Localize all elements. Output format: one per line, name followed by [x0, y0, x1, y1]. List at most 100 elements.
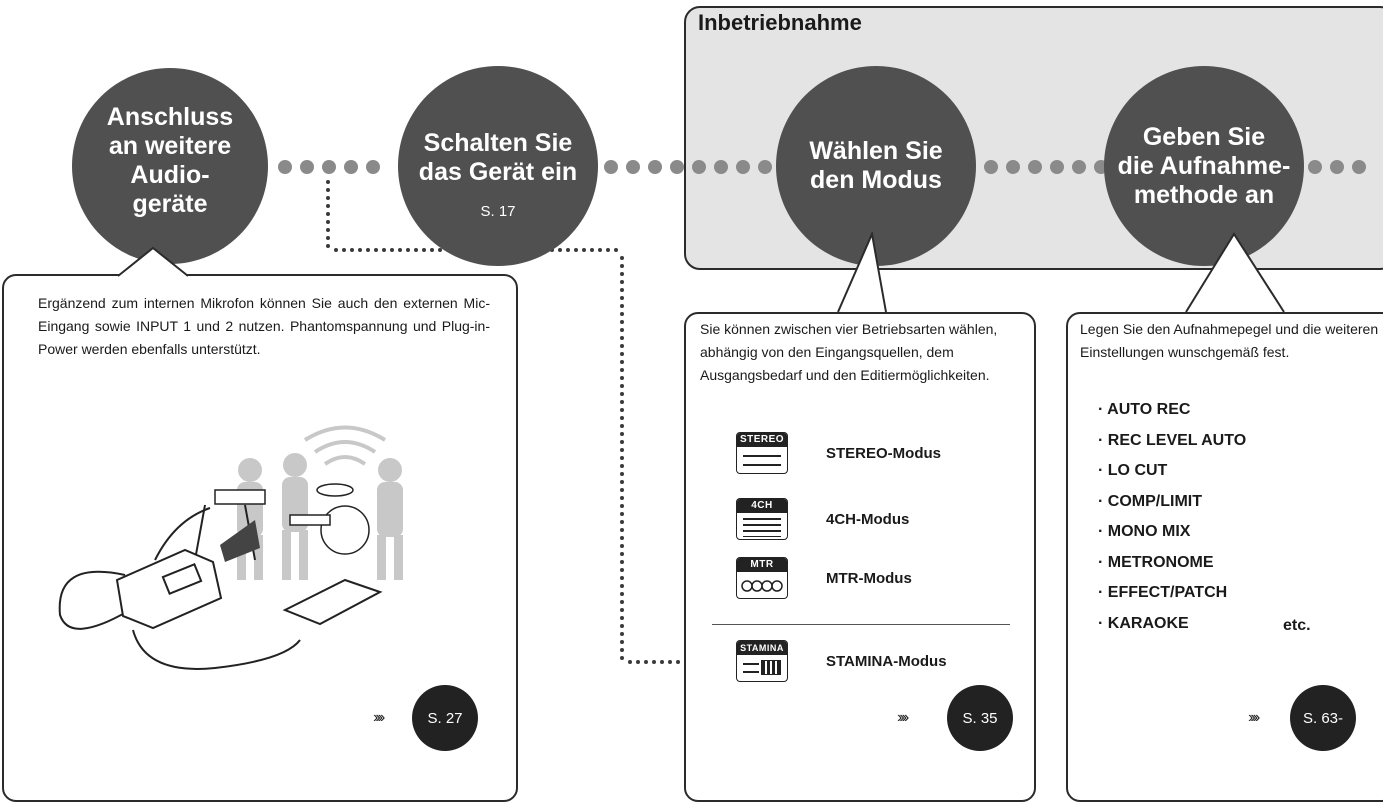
route-dot	[326, 220, 330, 224]
route-dot	[620, 456, 624, 460]
route-dot	[636, 660, 640, 664]
connector-dot	[1072, 160, 1086, 174]
mode-divider	[712, 624, 1010, 625]
method-item: · KARAOKE	[1098, 614, 1189, 632]
method-item: · MONO MIX	[1098, 523, 1191, 540]
panel-mode-text: Sie können zwischen vier Betriebsarten w…	[700, 321, 998, 383]
step-power-on: Schalten Sie das Gerät ein S. 17	[398, 66, 598, 266]
route-dot	[620, 536, 624, 540]
route-dot	[366, 248, 370, 252]
route-dot	[676, 660, 680, 664]
route-dot	[326, 212, 330, 216]
connector-dot	[648, 160, 662, 174]
route-dot	[414, 248, 418, 252]
route-dot	[326, 244, 330, 248]
panel-connect-arrows: ››››	[373, 709, 385, 726]
route-dot	[342, 248, 346, 252]
panel-method-pointer	[1185, 232, 1285, 313]
route-dot	[620, 592, 624, 596]
connector-dot	[714, 160, 728, 174]
route-dot	[644, 660, 648, 664]
band-recording-illustration	[58, 425, 403, 670]
mode-label: 4CH-Modus	[826, 510, 910, 528]
route-dot	[390, 248, 394, 252]
route-dot	[620, 264, 624, 268]
route-dot	[620, 424, 624, 428]
connector-dot	[278, 160, 292, 174]
step-connect-audio: Anschluss an weitere Audio- geräte	[72, 68, 268, 264]
step-title: Schalten Sie das Gerät ein	[418, 128, 578, 186]
route-dot	[620, 400, 624, 404]
panel-mode-page-badge: S. 35	[947, 685, 1013, 751]
mode-label: STAMINA-Modus	[826, 652, 947, 670]
route-dot	[620, 488, 624, 492]
route-dot	[620, 640, 624, 644]
route-dot	[652, 660, 656, 664]
route-dot	[620, 600, 624, 604]
route-dot	[620, 480, 624, 484]
panel-method-page-badge: S. 63-	[1290, 685, 1356, 751]
route-dot	[620, 632, 624, 636]
route-dot	[620, 648, 624, 652]
route-dot	[598, 248, 602, 252]
route-dot	[334, 248, 338, 252]
method-item: · LO CUT	[1098, 462, 1168, 479]
connector-dot	[604, 160, 618, 174]
route-dot	[620, 288, 624, 292]
route-dot	[326, 196, 330, 200]
step-title: Anschluss an weitere Audio- geräte	[106, 103, 234, 218]
route-dot	[620, 608, 624, 612]
route-dot	[620, 560, 624, 564]
connector-dot	[692, 160, 706, 174]
stereo-mode-icon: STEREO	[736, 432, 788, 474]
route-dot	[620, 624, 624, 628]
route-dot	[620, 520, 624, 524]
route-dot	[326, 236, 330, 240]
route-dot	[620, 384, 624, 388]
route-dot	[406, 248, 410, 252]
route-dot	[574, 248, 578, 252]
panel-mode-pointer	[837, 232, 887, 313]
mode-stamina: STAMINA STAMINA-Modus	[736, 640, 947, 682]
route-dot	[620, 280, 624, 284]
stamina-mode-icon: STAMINA	[736, 640, 788, 682]
step-select-mode: Wählen Sie den Modus	[776, 66, 976, 266]
connector-dot	[736, 160, 750, 174]
route-dot	[620, 464, 624, 468]
route-dot	[398, 248, 402, 252]
route-dot	[620, 312, 624, 316]
route-dot	[422, 248, 426, 252]
mode-label: MTR-Modus	[826, 569, 912, 587]
step-recording-method: Geben Sie die Aufnahme- methode an	[1104, 66, 1304, 266]
route-dot	[668, 660, 672, 664]
route-dot	[620, 568, 624, 572]
mode-label: STEREO-Modus	[826, 444, 941, 462]
route-dot	[620, 496, 624, 500]
route-dot	[382, 248, 386, 252]
route-dot	[620, 552, 624, 556]
panel-mode-arrows: ››››	[897, 709, 909, 726]
route-dot	[620, 336, 624, 340]
step-title: Wählen Sie den Modus	[809, 137, 943, 194]
mode-4ch: 4CH 4CH-Modus	[736, 498, 909, 540]
step-title: Geben Sie die Aufnahme- methode an	[1117, 122, 1291, 209]
route-dot	[358, 248, 362, 252]
route-dot	[620, 512, 624, 516]
route-dot	[620, 272, 624, 276]
route-dot	[620, 376, 624, 380]
route-dot	[620, 584, 624, 588]
step-page-ref: S. 17	[480, 202, 516, 220]
route-dot	[606, 248, 610, 252]
route-dot	[326, 180, 330, 184]
route-dot	[614, 248, 618, 252]
route-dot	[326, 204, 330, 208]
route-dot	[620, 656, 624, 660]
method-item: · EFFECT/PATCH	[1098, 584, 1228, 601]
connector-dot	[758, 160, 772, 174]
method-item: · REC LEVEL AUTO	[1098, 431, 1247, 449]
route-dot	[590, 248, 594, 252]
route-dot	[620, 440, 624, 444]
route-dot	[660, 660, 664, 664]
connector-dot	[1352, 160, 1366, 174]
route-dot	[326, 228, 330, 232]
